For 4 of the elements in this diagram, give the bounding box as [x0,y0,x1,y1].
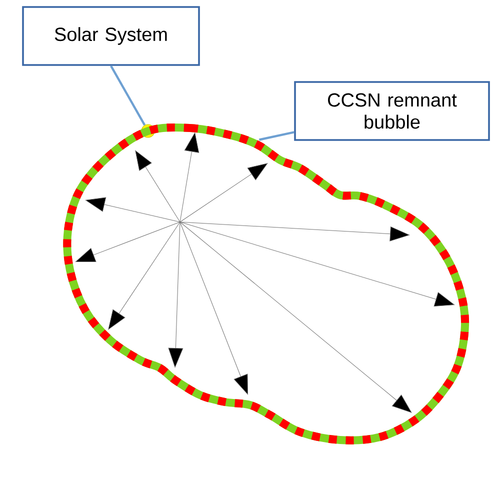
label-box: Solar System [22,6,200,66]
leader-line [258,131,294,141]
label-box: CCSN remnant bubble [294,81,490,141]
leader-line [110,65,146,126]
